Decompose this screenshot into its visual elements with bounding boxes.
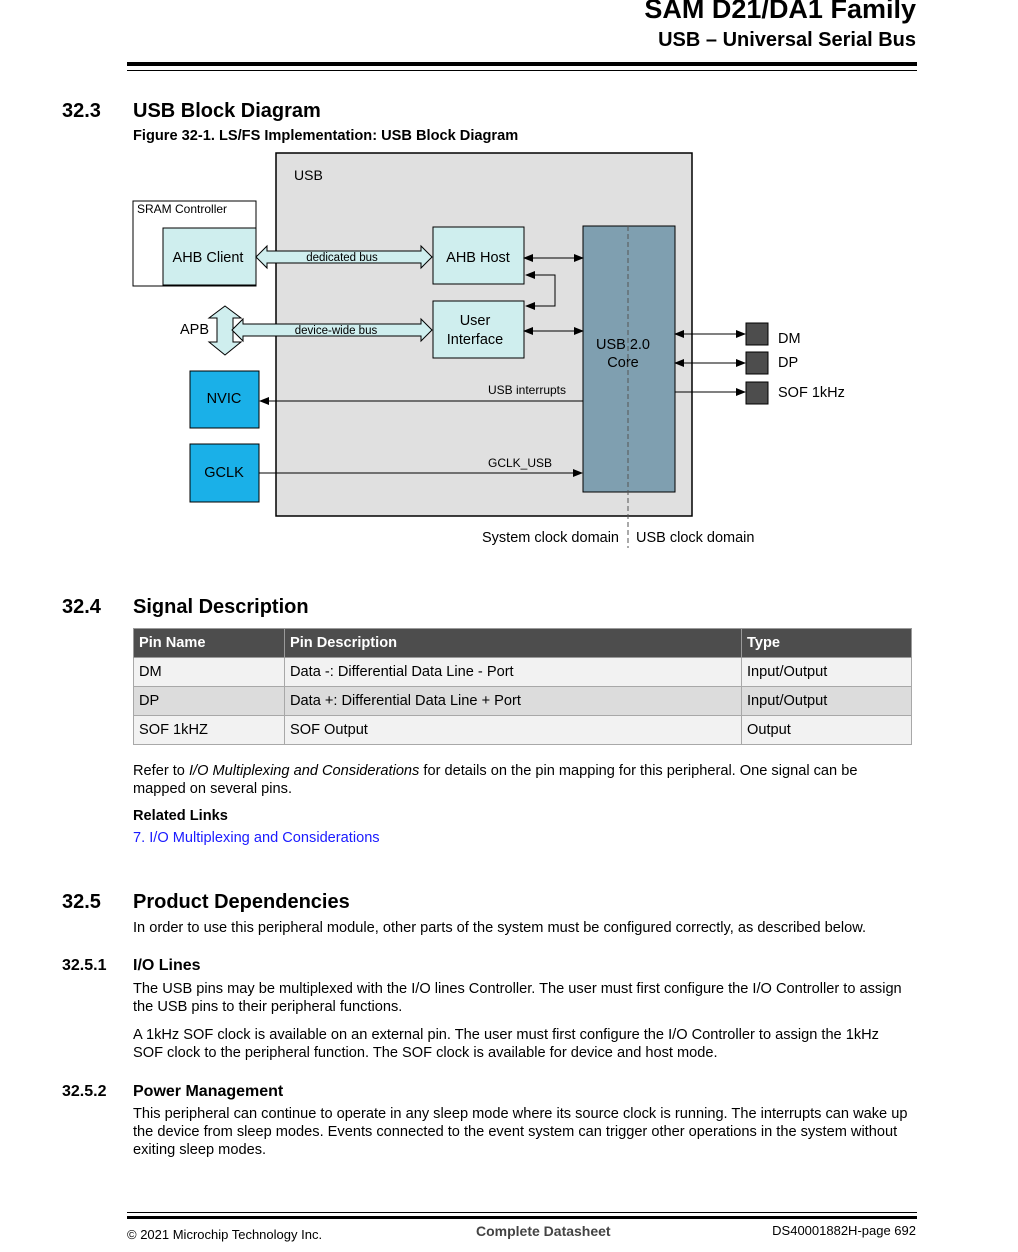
- footer-page-number: DS40001882H-page 692: [772, 1223, 916, 1238]
- table-cell: Input/Output: [741, 657, 912, 687]
- column-header: Pin Description: [284, 628, 742, 658]
- section-intro: In order to use this peripheral module, …: [133, 920, 867, 936]
- gclk-box: [189, 443, 260, 503]
- subsection-title: I/O Lines: [133, 957, 201, 974]
- signal-table: Pin Name Pin Description Type DM Data -:…: [133, 628, 912, 745]
- footer-rule-thick: [127, 1216, 917, 1219]
- footer-center: Complete Datasheet: [476, 1223, 611, 1239]
- table-row: DP Data +: Differential Data Line + Port…: [133, 686, 912, 716]
- table-cell: Output: [741, 715, 912, 745]
- table-cell: Input/Output: [741, 686, 912, 716]
- usb-core-label-2: Core: [607, 355, 638, 371]
- sram-controller-label: SRAM Controller: [137, 202, 227, 216]
- document-title: SAM D21/DA1 Family: [644, 0, 916, 24]
- footer-copyright: © 2021 Microchip Technology Inc.: [127, 1227, 323, 1242]
- dp-pin: [745, 351, 769, 375]
- dm-label: DM: [778, 331, 801, 347]
- refer-text-post: for details on the pin mapping for this …: [133, 763, 858, 797]
- header-rule-thin: [127, 70, 917, 71]
- nvic-label: NVIC: [207, 391, 242, 407]
- sof-label: SOF 1kHz: [778, 385, 845, 401]
- nvic-box: [189, 370, 260, 429]
- table-row: DM Data -: Differential Data Line - Port…: [133, 657, 912, 687]
- column-header: Pin Name: [133, 628, 285, 658]
- table-cell: Data +: Differential Data Line + Port: [284, 686, 742, 716]
- subsection-number: 32.5.2: [62, 1083, 107, 1100]
- ahb-host-label: AHB Host: [446, 250, 510, 266]
- refer-paragraph: Refer to I/O Multiplexing and Considerat…: [133, 762, 913, 798]
- column-header: Type: [741, 628, 912, 658]
- dp-label: DP: [778, 355, 798, 371]
- header-rule-thick: [127, 62, 917, 66]
- section-title: Product Dependencies: [133, 891, 350, 913]
- io-lines-paragraph-2: A 1kHz SOF clock is available on an exte…: [133, 1027, 879, 1061]
- device-wide-bus-label: device-wide bus: [295, 325, 378, 337]
- ahb-client-label: AHB Client: [173, 250, 244, 266]
- table-cell: DM: [133, 657, 285, 687]
- usb-core-box: [582, 225, 676, 493]
- section-title: USB Block Diagram: [133, 100, 321, 122]
- related-links-heading: Related Links: [133, 808, 228, 824]
- device-wide-bus-arrow: [231, 317, 433, 343]
- sof-pin: [745, 381, 769, 405]
- io-multiplexing-link[interactable]: 7. I/O Multiplexing and Considerations: [133, 830, 380, 846]
- table-cell: SOF 1kHZ: [133, 715, 285, 745]
- table-header-row: Pin Name Pin Description Type: [133, 628, 912, 658]
- io-lines-paragraph-1: The USB pins may be multiplexed with the…: [133, 981, 902, 1015]
- ahb-client-box: [162, 227, 257, 286]
- gclk-usb-label: GCLK_USB: [488, 456, 552, 470]
- section-number: 32.3: [62, 100, 101, 122]
- table-cell: Data -: Differential Data Line - Port: [284, 657, 742, 687]
- usb-block-diagram: USB SRAM Controller AHB Client dedicated…: [132, 152, 845, 548]
- usb-label: USB: [294, 167, 323, 183]
- apb-label: APB: [180, 322, 209, 338]
- refer-text-pre: Refer to: [133, 763, 189, 779]
- host-ui-loop: [525, 271, 556, 310]
- section-title: Signal Description: [133, 596, 309, 618]
- footer-rule-thin: [127, 1212, 917, 1213]
- usb-clock-domain-label: USB clock domain: [636, 530, 754, 546]
- subsection-number: 32.5.1: [62, 957, 107, 974]
- user-interface-label-2: Interface: [447, 332, 503, 348]
- figure-caption: Figure 32-1. LS/FS Implementation: USB B…: [133, 128, 519, 144]
- ahb-host-box: [432, 226, 525, 285]
- user-interface-label-1: User: [460, 313, 491, 329]
- table-cell: DP: [133, 686, 285, 716]
- section-number: 32.4: [62, 596, 101, 618]
- user-interface-box: [432, 300, 525, 359]
- document-subtitle: USB – Universal Serial Bus: [658, 29, 916, 51]
- dedicated-bus-label: dedicated bus: [306, 252, 378, 264]
- refer-text-italic: I/O Multiplexing and Considerations: [188, 763, 420, 779]
- section-number: 32.5: [62, 891, 101, 913]
- table-row: SOF 1kHZ SOF Output Output: [133, 715, 912, 745]
- system-clock-domain-label: System clock domain: [482, 530, 619, 546]
- dm-pin: [745, 322, 769, 346]
- subsection-title: Power Management: [133, 1083, 284, 1100]
- gclk-label: GCLK: [204, 465, 244, 481]
- usb-interrupts-label: USB interrupts: [488, 383, 566, 397]
- table-cell: SOF Output: [284, 715, 742, 745]
- dedicated-bus-arrow: [255, 244, 433, 270]
- power-management-paragraph: This peripheral can continue to operate …: [133, 1106, 908, 1158]
- apb-vertical-arrow: [207, 305, 243, 356]
- usb-core-label-1: USB 2.0: [596, 337, 650, 353]
